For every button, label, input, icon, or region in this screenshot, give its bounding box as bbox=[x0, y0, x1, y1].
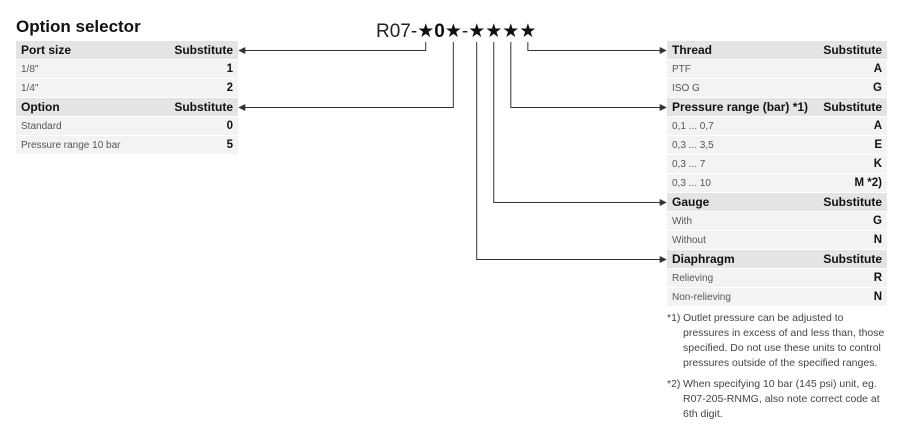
row-value: K bbox=[873, 158, 882, 170]
page-title: Option selector bbox=[16, 17, 141, 36]
table-row: Non-relieving N bbox=[667, 288, 887, 307]
table-row: With G bbox=[667, 212, 887, 231]
row-value: R bbox=[873, 272, 882, 284]
row-label: Relieving bbox=[672, 272, 714, 284]
table-row: Standard 0 bbox=[16, 117, 238, 136]
right-option-table: Thread Substitute PTF A ISO G G Pressure… bbox=[667, 41, 887, 307]
footnote-text: When specifying 10 bar (145 psi) unit, e… bbox=[683, 378, 880, 420]
row-value: A bbox=[873, 120, 882, 132]
code-prefix: R07- bbox=[376, 21, 418, 42]
diaphragm-label: Diaphragm bbox=[672, 252, 735, 266]
row-label: 0,3 ... 10 bbox=[672, 177, 711, 189]
table-row: 1/4" 2 bbox=[16, 79, 238, 98]
row-label: Standard bbox=[21, 120, 62, 132]
row-label: Pressure range 10 bar bbox=[21, 139, 121, 151]
table-row: ISO G G bbox=[667, 79, 887, 98]
code-star-pressure: ★ bbox=[502, 21, 520, 42]
code-star-thread: ★ bbox=[519, 21, 537, 42]
row-label: 0,1 ... 0,7 bbox=[672, 120, 714, 132]
table-row: Relieving R bbox=[667, 269, 887, 288]
code-dash: - bbox=[461, 21, 469, 42]
row-label: 1/8" bbox=[21, 63, 39, 75]
table-row: 0,3 ... 10 M *2) bbox=[667, 174, 887, 193]
table-row: 1/8" 1 bbox=[16, 60, 238, 79]
connector-gauge bbox=[493, 42, 667, 206]
code-star-option: ★ bbox=[444, 21, 462, 42]
connector-port-size bbox=[238, 42, 427, 54]
table-row: 0,3 ... 7 K bbox=[667, 155, 887, 174]
row-value: G bbox=[873, 215, 882, 227]
substitute-label: Substitute bbox=[174, 43, 233, 57]
row-value: A bbox=[873, 63, 882, 75]
row-value: 5 bbox=[226, 139, 233, 151]
code-star-gauge: ★ bbox=[485, 21, 503, 42]
table-row: PTF A bbox=[667, 60, 887, 79]
substitute-label: Substitute bbox=[823, 100, 882, 114]
footnote-marker: *1) bbox=[667, 312, 681, 324]
code-star-port: ★ bbox=[417, 21, 435, 42]
gauge-label: Gauge bbox=[672, 195, 710, 209]
row-value: 0 bbox=[226, 120, 233, 132]
row-value: 2 bbox=[226, 82, 233, 94]
row-value: N bbox=[873, 291, 882, 303]
footnote-marker: *2) bbox=[667, 378, 681, 390]
row-value: E bbox=[874, 139, 882, 151]
thread-label: Thread bbox=[672, 43, 713, 57]
thread-header: Thread Substitute bbox=[667, 41, 887, 60]
row-label: 1/4" bbox=[21, 82, 39, 94]
gauge-header: Gauge Substitute bbox=[667, 193, 887, 212]
footnote-text: Outlet pressure can be adjusted to press… bbox=[683, 312, 885, 369]
row-label: ISO G bbox=[672, 82, 700, 94]
row-value: N bbox=[873, 234, 882, 246]
row-label: Non-relieving bbox=[672, 291, 731, 303]
connector-thread bbox=[527, 42, 667, 54]
footnote-1: *1) Outlet pressure can be adjusted to p… bbox=[667, 311, 892, 371]
pressure-range-label: Pressure range (bar) *1) bbox=[672, 100, 809, 114]
row-label: With bbox=[672, 215, 692, 227]
port-size-label: Port size bbox=[21, 43, 72, 57]
row-value: M *2) bbox=[854, 177, 882, 189]
substitute-label: Substitute bbox=[823, 43, 882, 57]
substitute-label: Substitute bbox=[174, 100, 233, 114]
substitute-label: Substitute bbox=[823, 252, 882, 266]
row-label: PTF bbox=[672, 63, 691, 75]
option-label: Option bbox=[21, 100, 60, 114]
table-row: 0,1 ... 0,7 A bbox=[667, 117, 887, 136]
row-value: G bbox=[873, 82, 882, 94]
model-code: R07-★0★-★★★★ bbox=[376, 20, 536, 44]
code-star-diaphragm: ★ bbox=[468, 21, 486, 42]
port-size-header: Port size Substitute bbox=[16, 41, 238, 60]
table-row: Pressure range 10 bar 5 bbox=[16, 136, 238, 155]
row-label: 0,3 ... 3,5 bbox=[672, 139, 714, 151]
diaphragm-header: Diaphragm Substitute bbox=[667, 250, 887, 269]
row-label: Without bbox=[672, 234, 706, 246]
pressure-range-header: Pressure range (bar) *1) Substitute bbox=[667, 98, 887, 117]
code-zero-option: 0 bbox=[434, 21, 445, 42]
left-option-table: Port size Substitute 1/8" 1 1/4" 2 Optio… bbox=[16, 41, 238, 155]
row-label: 0,3 ... 7 bbox=[672, 158, 706, 170]
option-header: Option Substitute bbox=[16, 98, 238, 117]
table-row: Without N bbox=[667, 231, 887, 250]
table-row: 0,3 ... 3,5 E bbox=[667, 136, 887, 155]
footnote-2: *2) When specifying 10 bar (145 psi) uni… bbox=[667, 377, 892, 422]
substitute-label: Substitute bbox=[823, 195, 882, 209]
footnotes: *1) Outlet pressure can be adjusted to p… bbox=[667, 311, 892, 428]
connector-diaphragm bbox=[476, 42, 667, 263]
connector-pressure bbox=[510, 42, 667, 111]
row-value: 1 bbox=[226, 63, 233, 75]
connector-option bbox=[238, 42, 454, 111]
